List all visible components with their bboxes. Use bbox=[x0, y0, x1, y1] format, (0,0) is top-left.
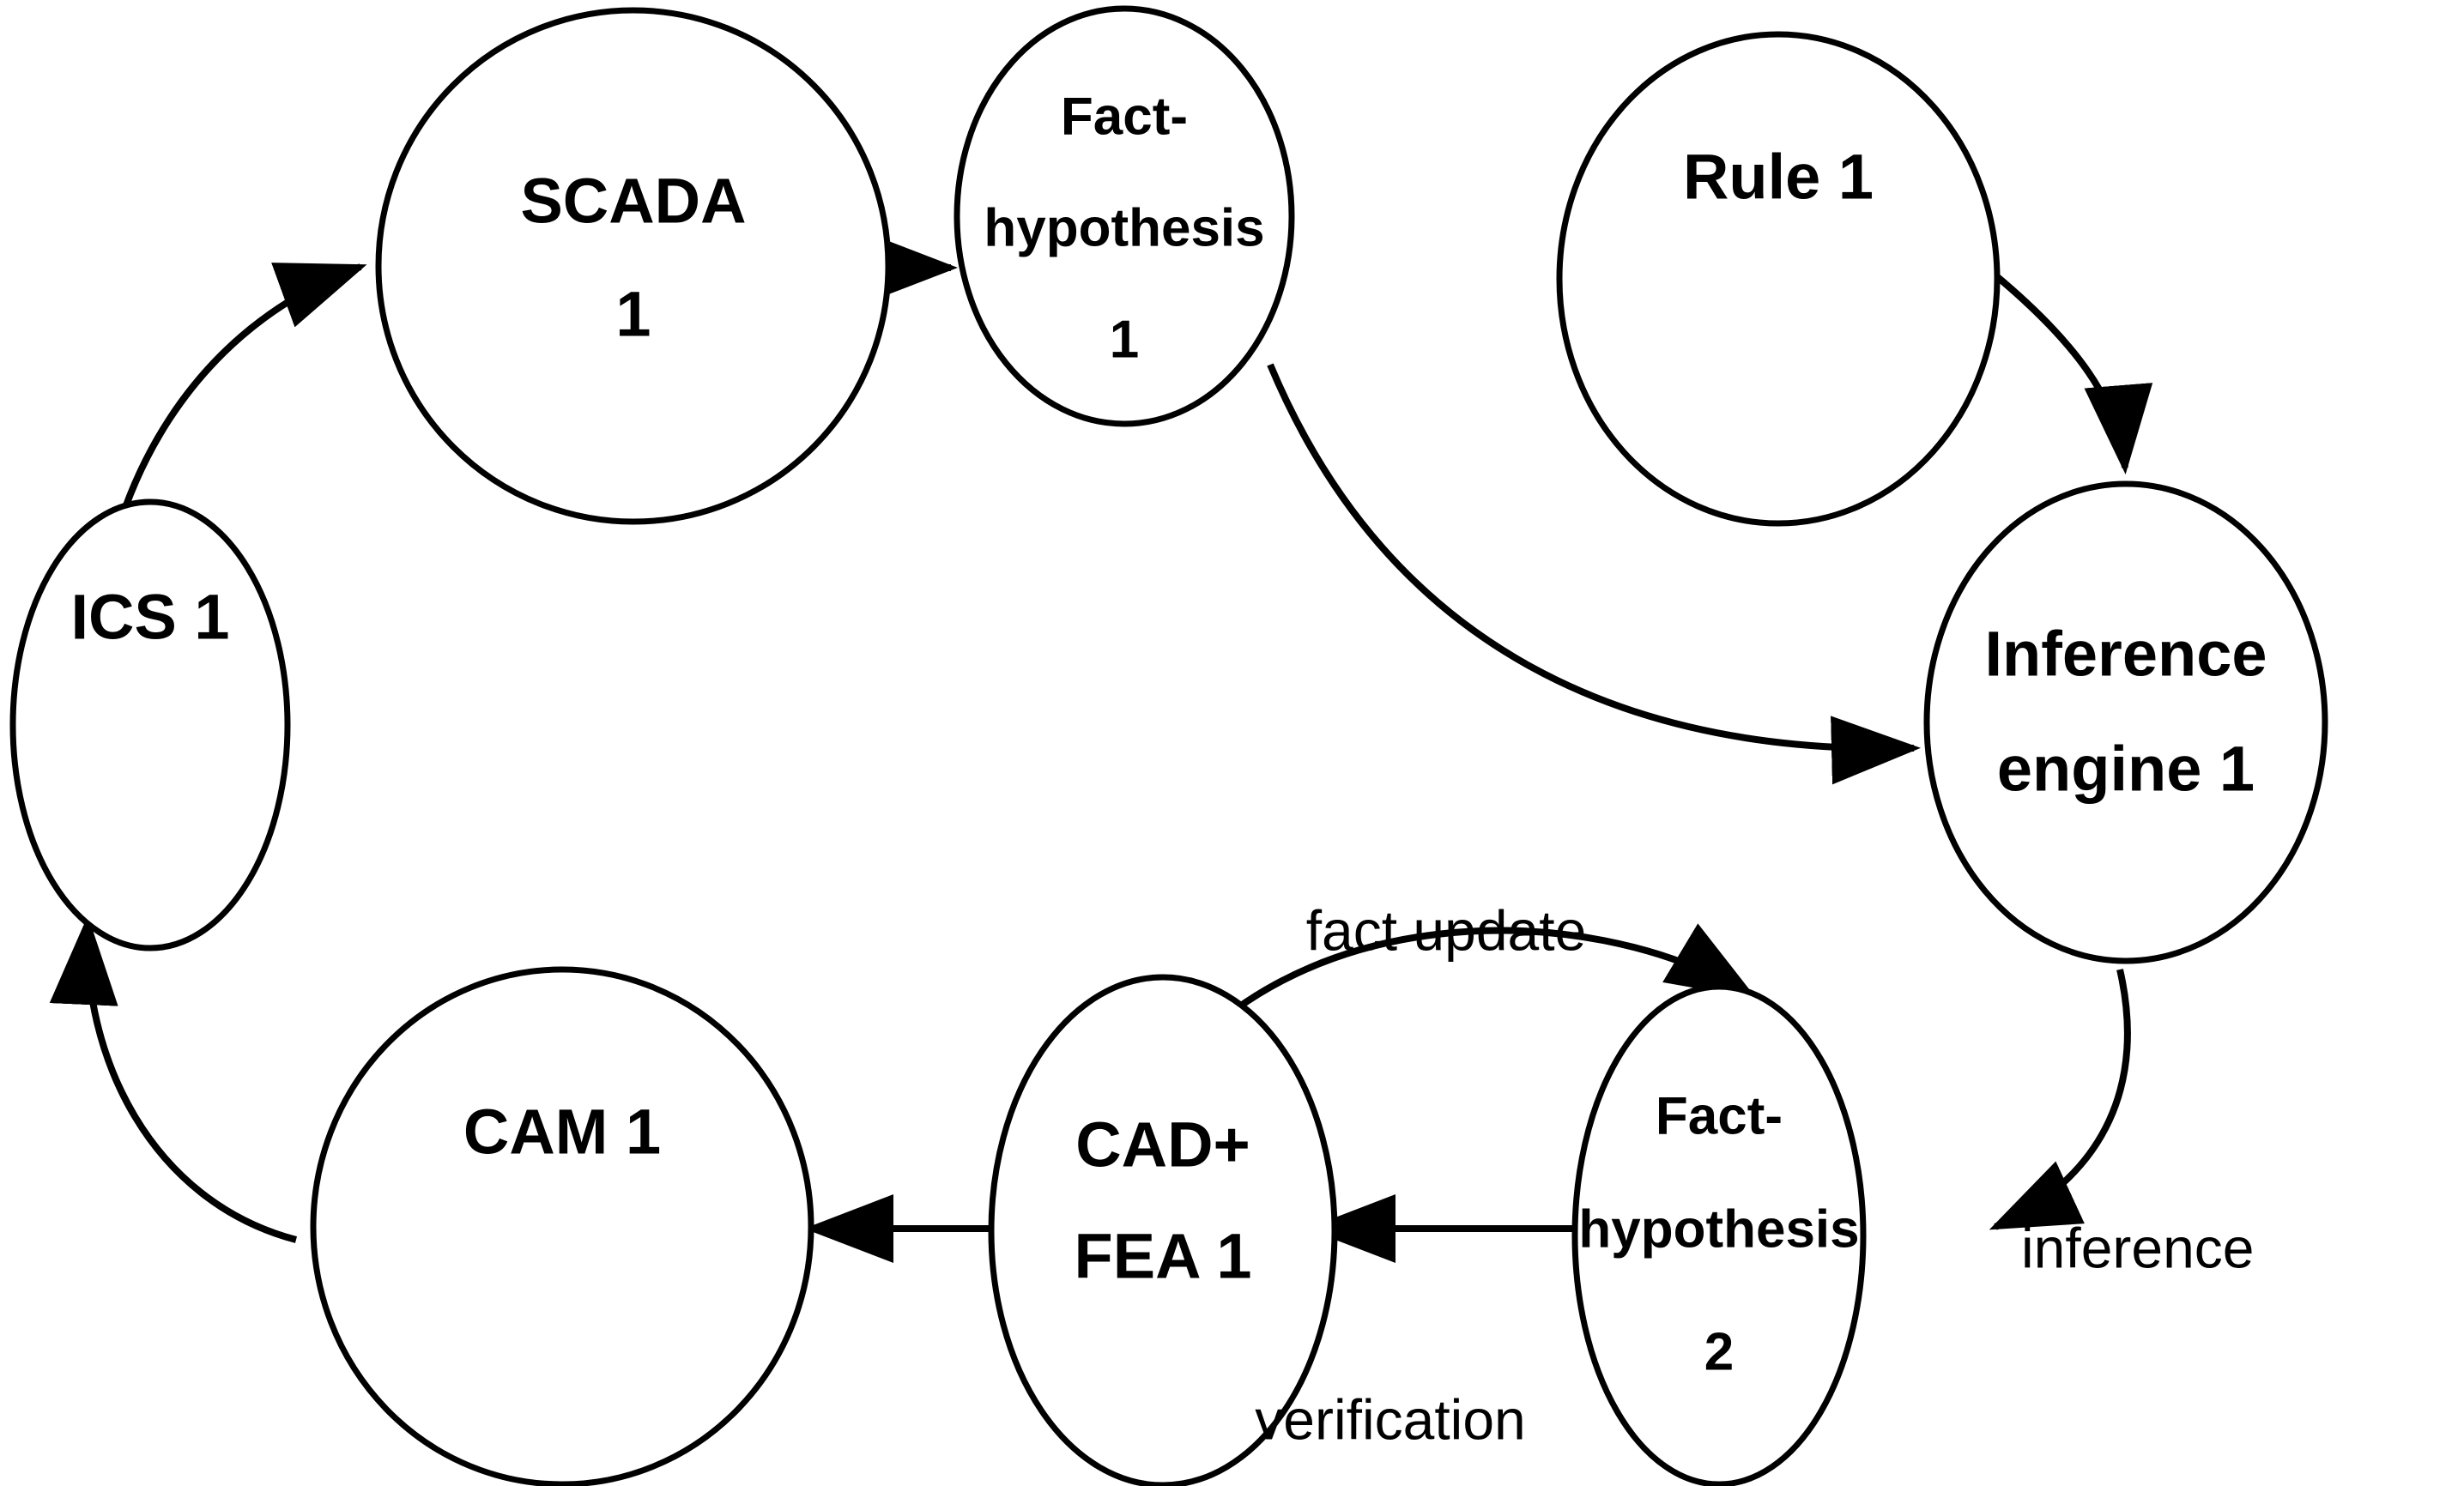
edge-inference1-to-facthyp2 bbox=[1989, 969, 2131, 1230]
node-cam1[interactable]: CAM 1 bbox=[310, 966, 814, 1486]
node-cadfea1[interactable]: CAD+ FEA 1 bbox=[988, 974, 1338, 1486]
node-rule1[interactable]: Rule 1 bbox=[1556, 31, 2001, 527]
node-scada1-label-line2: 1 bbox=[615, 279, 651, 350]
node-facthyp1-label-line2: hypothesis bbox=[984, 198, 1264, 257]
node-facthyp1[interactable]: Fact- hypothesis 1 bbox=[954, 5, 1295, 427]
node-facthyp2-shape[interactable] bbox=[1571, 983, 1867, 1486]
node-facthyp1-label-line3: 1 bbox=[1110, 310, 1139, 369]
edge-label-verification: verification bbox=[1255, 1387, 1525, 1451]
node-rule1-shape[interactable] bbox=[1556, 31, 2001, 527]
node-facthyp2[interactable]: Fact- hypothesis 2 bbox=[1571, 983, 1867, 1486]
node-cadfea1-label-line2: FEA 1 bbox=[1075, 1221, 1252, 1292]
node-cadfea1-label-line1: CAD+ bbox=[1075, 1109, 1250, 1181]
node-scada1[interactable]: SCADA 1 bbox=[375, 7, 892, 525]
node-inference1-label-line2: engine 1 bbox=[1997, 734, 2255, 805]
node-facthyp1-label-line1: Fact- bbox=[1061, 87, 1188, 146]
node-cadfea1-shape[interactable] bbox=[988, 974, 1338, 1486]
node-cam1-label: CAM 1 bbox=[463, 1096, 661, 1168]
node-scada1-label-line1: SCADA bbox=[520, 166, 746, 237]
edge-label-inference: inference bbox=[2021, 1216, 2255, 1279]
node-rule1-label: Rule 1 bbox=[1683, 142, 1874, 213]
edge-facthyp1-to-inference1 bbox=[1267, 363, 1921, 785]
node-inference1-shape[interactable] bbox=[1923, 480, 2328, 964]
edge-cam1-to-ics1 bbox=[49, 915, 298, 1243]
node-facthyp2-label-line1: Fact- bbox=[1656, 1086, 1783, 1145]
edge-rule1-to-inference1 bbox=[1992, 271, 2153, 474]
node-cam1-shape[interactable] bbox=[310, 966, 814, 1486]
node-ics1-shape[interactable] bbox=[9, 498, 291, 951]
node-ics1-label: ICS 1 bbox=[70, 582, 229, 653]
node-inference1-label-line1: Inference bbox=[1984, 619, 2267, 690]
node-facthyp2-label-line2: hypothesis bbox=[1578, 1199, 1859, 1259]
edge-label-fact-update: fact update bbox=[1306, 898, 1587, 962]
node-facthyp1-shape[interactable] bbox=[954, 5, 1295, 427]
node-ics1[interactable]: ICS 1 bbox=[9, 498, 291, 951]
node-scada1-shape[interactable] bbox=[375, 7, 892, 525]
node-inference1[interactable]: Inference engine 1 bbox=[1923, 480, 2328, 964]
node-facthyp2-label-line3: 2 bbox=[1704, 1322, 1734, 1381]
